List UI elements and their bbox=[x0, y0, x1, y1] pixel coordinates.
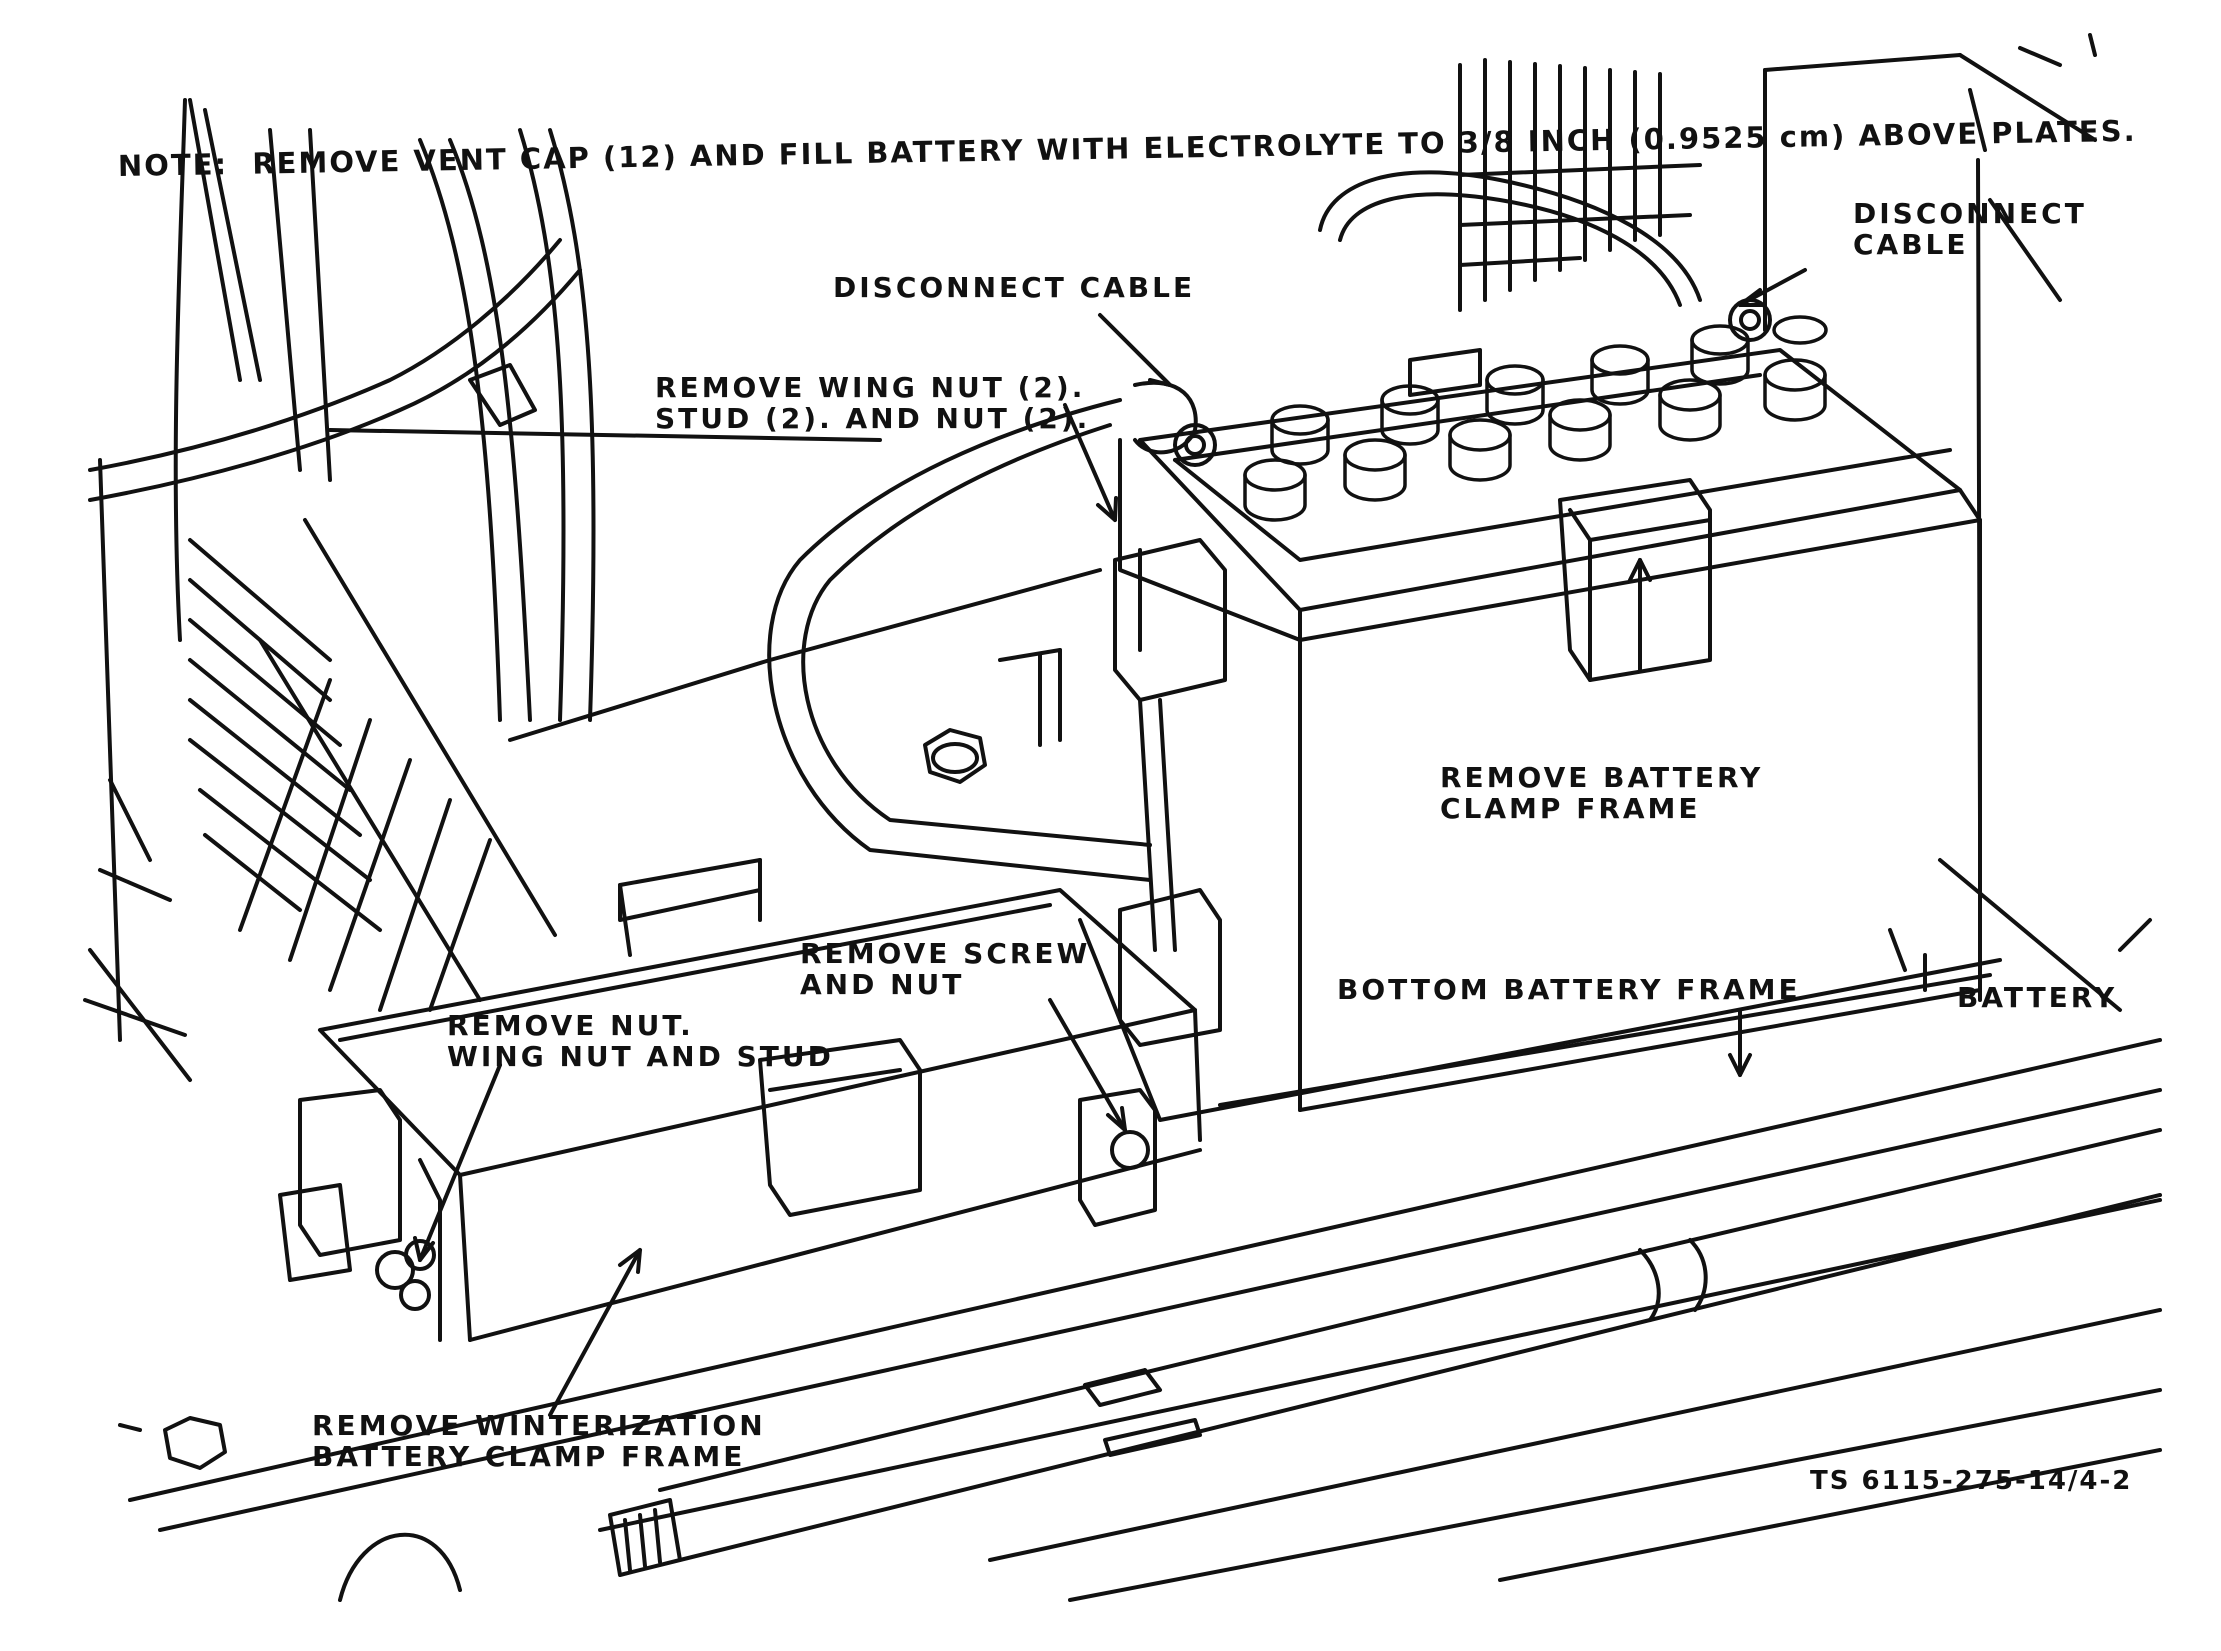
callout-remove-wing-nut: REMOVE WING NUT (2). STUD (2). AND NUT (… bbox=[655, 371, 1091, 436]
battery-cable bbox=[767, 170, 1702, 882]
base-rails bbox=[118, 1038, 2162, 1602]
callout-battery: BATTERY bbox=[1957, 981, 2118, 1014]
bottom-battery-frame[interactable] bbox=[1078, 858, 2152, 1122]
chassis-plate bbox=[328, 428, 1102, 957]
callout-disconnect-cable-top: DISCONNECT CABLE bbox=[1853, 197, 2087, 262]
figure-id: TS 6115-275-14/4-2 bbox=[1810, 1466, 2133, 1496]
callout-remove-screw-and-nut: REMOVE SCREW AND NUT bbox=[800, 937, 1091, 1002]
callout-remove-winterization-frame: REMOVE WINTERIZATION BATTERY CLAMP FRAME bbox=[312, 1409, 766, 1474]
winterization-clamp-frame[interactable] bbox=[278, 888, 1202, 1342]
wire-harness bbox=[88, 128, 596, 722]
leader-lines bbox=[413, 268, 1907, 1417]
left-frame-hatching bbox=[83, 98, 557, 1082]
battery-body[interactable] bbox=[1118, 298, 1982, 1112]
callout-bottom-battery-frame: BOTTOM BATTERY FRAME bbox=[1337, 973, 1801, 1006]
callout-remove-battery-clamp-frame: REMOVE BATTERY CLAMP FRAME bbox=[1440, 761, 1764, 826]
callout-disconnect-cable-mid: DISCONNECT CABLE bbox=[833, 271, 1196, 304]
callout-remove-nut-wing-nut-stud: REMOVE NUT. WING NUT AND STUD bbox=[447, 1009, 834, 1074]
grille-structure bbox=[1458, 33, 2097, 822]
battery-clamp-frame[interactable] bbox=[1113, 478, 1712, 1047]
